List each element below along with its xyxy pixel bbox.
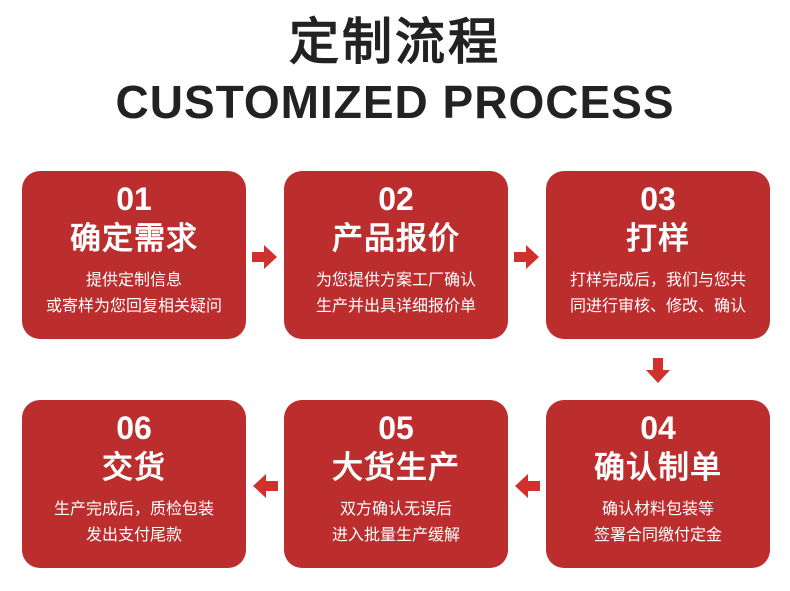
- step-description-line: 为您提供方案工厂确认: [315, 270, 476, 289]
- step-number: 04: [640, 410, 676, 446]
- page-subtitle: CUSTOMIZED PROCESS: [115, 76, 675, 128]
- arrow-left-icon: [514, 473, 540, 499]
- step-description-line: 签署合同缴付定金: [593, 525, 722, 544]
- step-description-line: 双方确认无误后: [339, 499, 452, 518]
- step-description-line: 或寄样为您回复相关疑问: [45, 296, 222, 315]
- step-description: 打样完成后，我们与您共 同进行审核、修改、确认: [546, 267, 770, 319]
- step-description: 双方确认无误后 进入批量生产缓解: [284, 496, 508, 548]
- step-description-line: 发出支付尾款: [85, 525, 182, 544]
- step-title: 确认制单: [594, 450, 722, 486]
- arrow-down-icon: [645, 358, 671, 384]
- step-title: 打样: [626, 221, 690, 257]
- step-description: 为您提供方案工厂确认 生产并出具详细报价单: [284, 267, 508, 319]
- step-description-line: 生产完成后，质检包装: [53, 499, 214, 518]
- step-description-line: 打样完成后，我们与您共: [569, 270, 746, 289]
- step-number: 06: [116, 410, 152, 446]
- step-title: 产品报价: [332, 221, 460, 257]
- step-description-line: 提供定制信息: [85, 270, 182, 289]
- step-number: 05: [378, 410, 414, 446]
- arrow-right-icon: [252, 244, 278, 270]
- page-title: 定制流程: [289, 13, 501, 71]
- step-description: 生产完成后，质检包装 发出支付尾款: [22, 496, 246, 548]
- step-card-04: 04 确认制单 确认材料包装等 签署合同缴付定金: [546, 400, 770, 568]
- step-card-02: 02 产品报价 为您提供方案工厂确认 生产并出具详细报价单: [284, 171, 508, 339]
- step-card-05: 05 大货生产 双方确认无误后 进入批量生产缓解: [284, 400, 508, 568]
- step-description: 提供定制信息 或寄样为您回复相关疑问: [22, 267, 246, 319]
- arrow-right-icon: [514, 244, 540, 270]
- arrow-left-icon: [252, 473, 278, 499]
- step-card-06: 06 交货 生产完成后，质检包装 发出支付尾款: [22, 400, 246, 568]
- step-number: 01: [116, 181, 152, 217]
- step-number: 03: [640, 181, 676, 217]
- step-number: 02: [378, 181, 414, 217]
- step-description-line: 进入批量生产缓解: [331, 525, 460, 544]
- step-title: 大货生产: [332, 450, 460, 486]
- step-title: 确定需求: [70, 221, 198, 257]
- step-description-line: 同进行审核、修改、确认: [569, 296, 746, 315]
- step-description-line: 确认材料包装等: [601, 499, 714, 518]
- step-description: 确认材料包装等 签署合同缴付定金: [546, 496, 770, 548]
- step-card-01: 01 确定需求 提供定制信息 或寄样为您回复相关疑问: [22, 171, 246, 339]
- step-description-line: 生产并出具详细报价单: [315, 296, 476, 315]
- step-card-03: 03 打样 打样完成后，我们与您共 同进行审核、修改、确认: [546, 171, 770, 339]
- step-title: 交货: [102, 450, 166, 486]
